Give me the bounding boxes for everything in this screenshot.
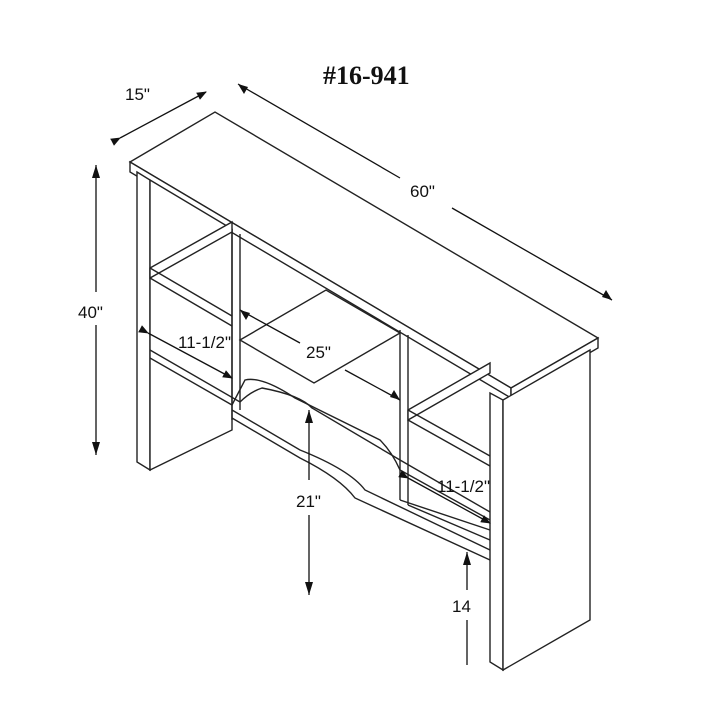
dimension-side-clearance: 14 <box>452 552 471 665</box>
model-number: #16-941 <box>323 61 410 90</box>
dimension-depth: 15" <box>110 85 207 146</box>
svg-text:40": 40" <box>78 303 103 322</box>
dimension-center-height: 21" <box>296 410 321 595</box>
dimension-width: 60" <box>237 83 613 301</box>
svg-text:11-1/2": 11-1/2" <box>178 333 231 352</box>
svg-text:21": 21" <box>296 492 321 511</box>
svg-text:15": 15" <box>125 85 150 104</box>
hutch-body <box>128 111 600 672</box>
svg-text:11-1/2": 11-1/2" <box>437 477 490 496</box>
dimension-right-shelf: 11-1/2" <box>398 470 491 524</box>
dimension-left-shelf: 11-1/2" <box>138 325 233 379</box>
dimension-height: 40" <box>78 165 103 455</box>
svg-text:14: 14 <box>452 597 471 616</box>
svg-text:60": 60" <box>410 182 435 201</box>
svg-text:25": 25" <box>306 343 331 362</box>
dimension-center-width: 25" <box>239 309 401 401</box>
